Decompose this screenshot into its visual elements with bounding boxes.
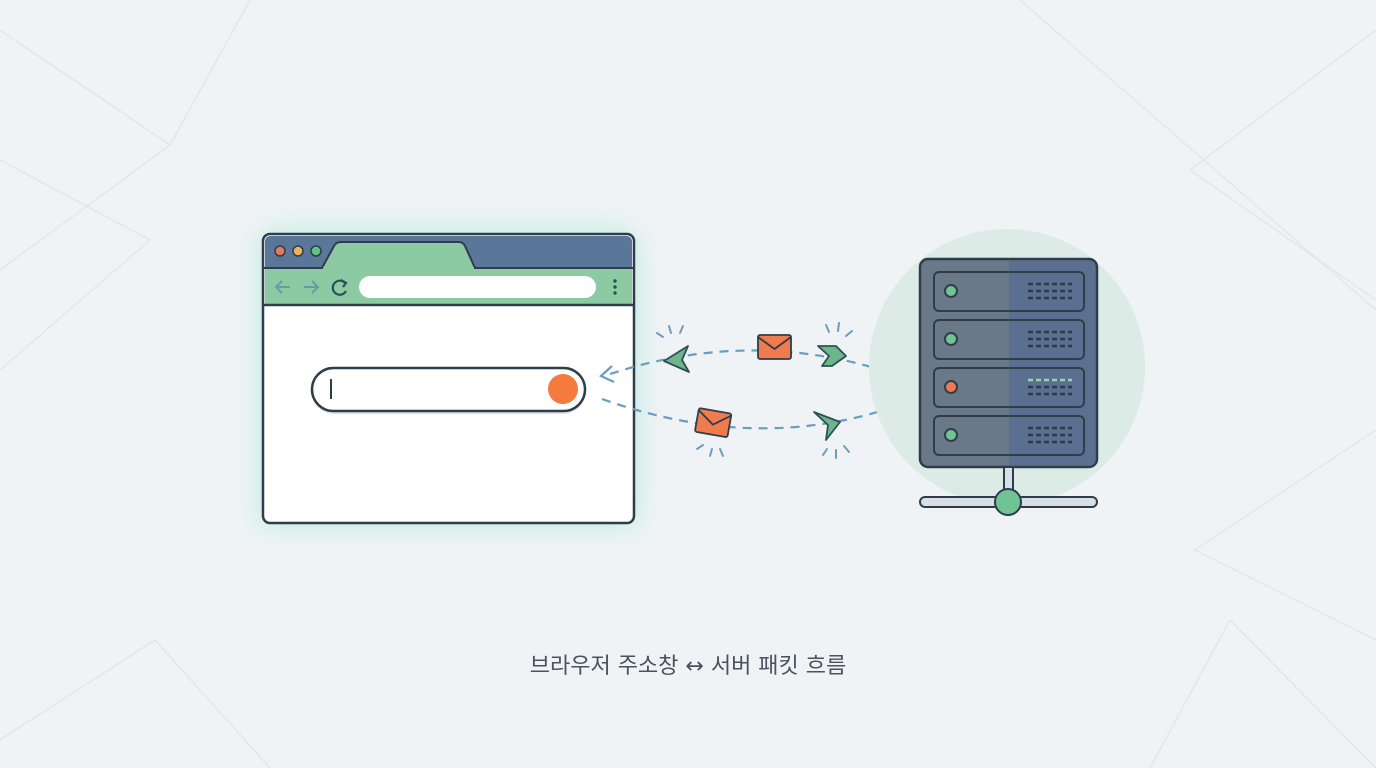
server-rack-icon <box>869 229 1145 516</box>
menu-dots-icon <box>613 279 617 295</box>
diagram-caption: 브라우저 주소창 ↔ 서버 패킷 흐름 <box>529 654 847 679</box>
server-unit <box>933 415 1085 456</box>
forward-arrow-icon <box>304 280 320 294</box>
status-led <box>944 380 958 394</box>
status-led <box>944 332 958 346</box>
browser-tab <box>320 241 477 269</box>
server-unit <box>933 319 1085 360</box>
envelope-icon <box>694 334 792 438</box>
status-led <box>944 284 958 298</box>
search-dot <box>548 374 578 404</box>
minimize-dot-icon <box>292 245 304 257</box>
chevron-arrow-icon <box>663 345 847 441</box>
packet-flow <box>601 349 906 430</box>
maximize-dot-icon <box>310 245 322 257</box>
server-unit <box>933 367 1085 408</box>
browser-window-icon <box>261 232 636 525</box>
address-bar <box>359 276 596 298</box>
vent-slots <box>1028 282 1072 444</box>
arrow-left-icon <box>599 365 615 383</box>
motion-sparks <box>656 322 853 459</box>
server-units <box>933 271 1085 456</box>
status-led <box>944 428 958 442</box>
flow-arrowheads <box>599 365 907 414</box>
close-dot-icon <box>274 245 286 257</box>
network-node <box>994 488 1022 516</box>
request-flow-line <box>601 397 903 430</box>
reload-icon <box>331 279 348 296</box>
back-arrow-icon <box>274 280 290 294</box>
search-field <box>310 366 587 413</box>
server-unit <box>933 271 1085 312</box>
